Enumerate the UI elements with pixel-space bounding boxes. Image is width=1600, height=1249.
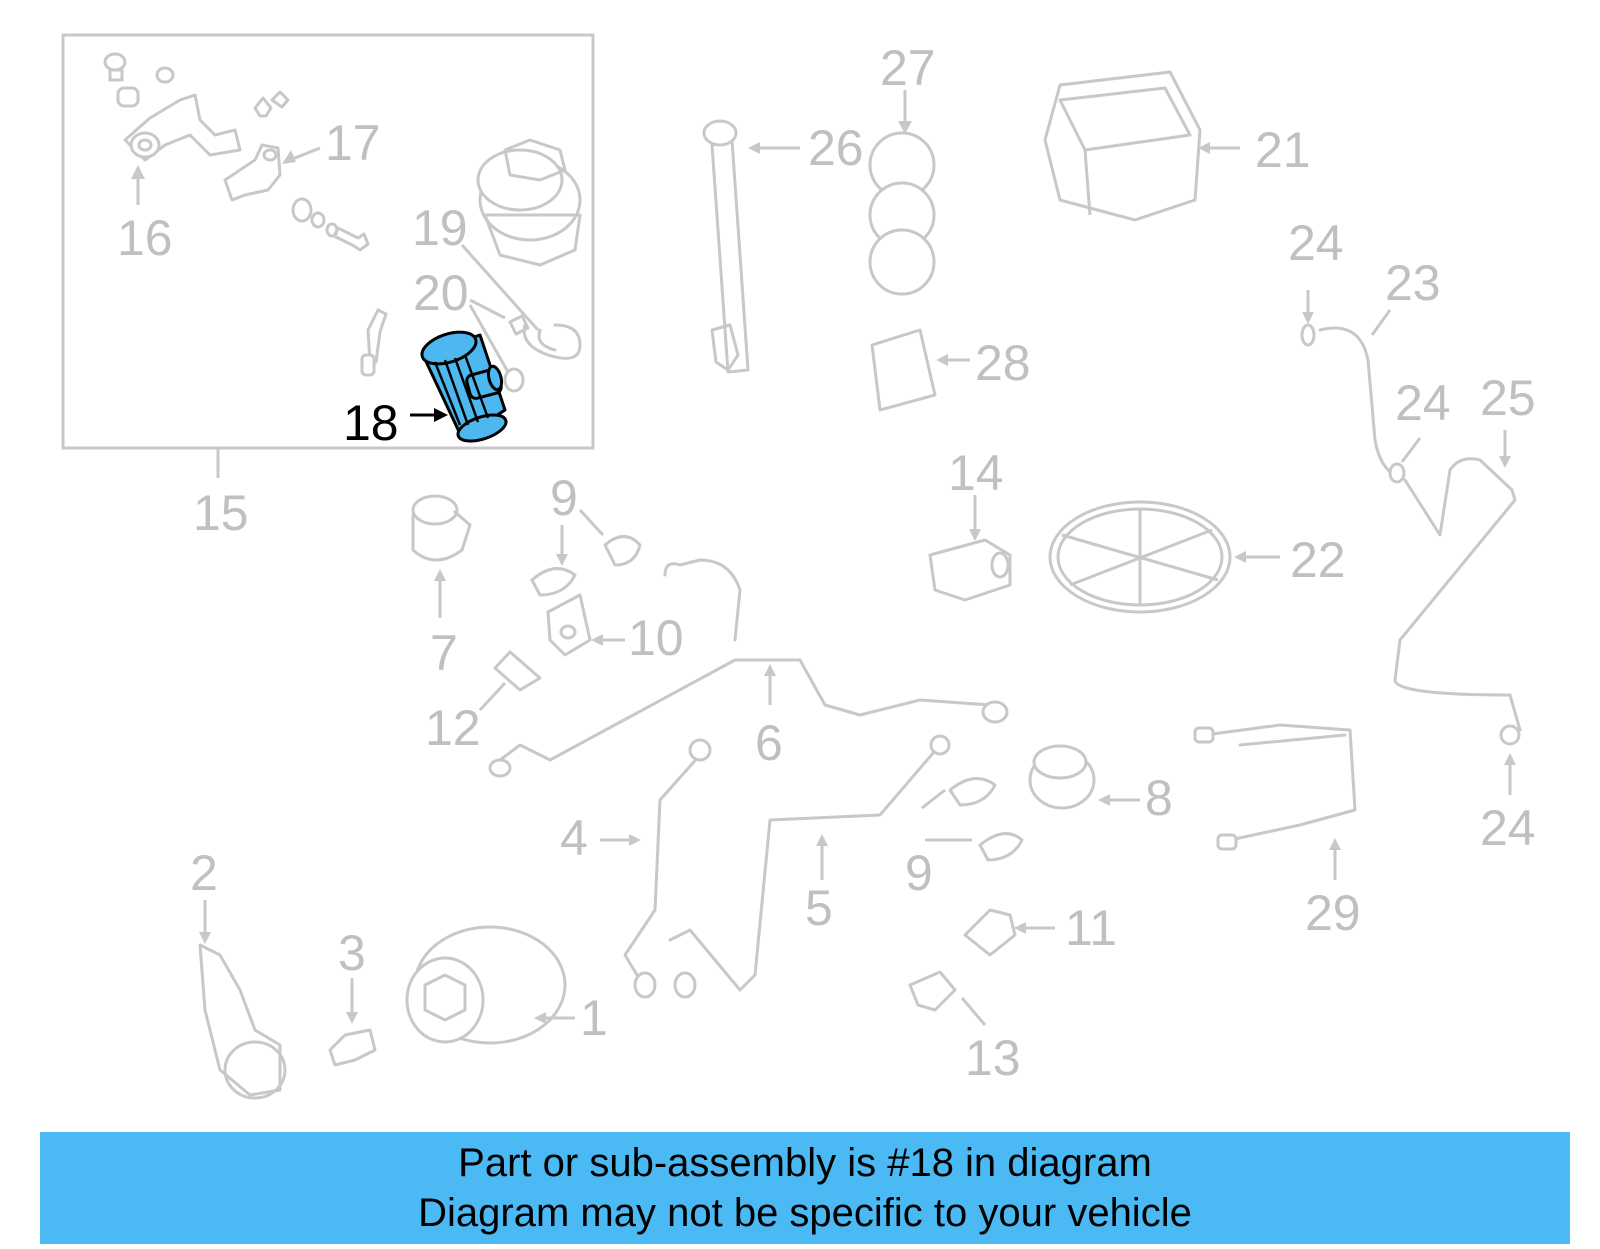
part-12-plate: [493, 650, 542, 692]
callout-1[interactable]: 1: [580, 990, 608, 1046]
part-sensor-small: [360, 308, 388, 377]
part-18-air-filter[interactable]: [418, 326, 509, 446]
sub-assembly-box: [61, 33, 595, 450]
callout-26[interactable]: 26: [808, 120, 864, 176]
parts-diagram: 1 2 3 4 5 6 7 8 9 9 10 11 12 13 14 15 16…: [61, 33, 1536, 1100]
part-26-hose: [702, 119, 750, 374]
part-2-heat-shield: [198, 943, 287, 1100]
part-3-sensor: [328, 1028, 377, 1067]
callout-13[interactable]: 13: [965, 1030, 1021, 1086]
part-9-gaskets: [530, 535, 1024, 862]
banner-line-2: Diagram may not be specific to your vehi…: [418, 1191, 1192, 1235]
part-28-bracket: [870, 328, 937, 412]
part-11-bracket: [963, 908, 1017, 957]
part-8-valve: [1028, 744, 1096, 810]
callout-23[interactable]: 23: [1385, 255, 1441, 311]
part-7-valve: [411, 494, 472, 562]
info-banner: Part or sub-assembly is #18 in diagram D…: [40, 1132, 1570, 1244]
part-5-pipe: [668, 734, 951, 992]
part-21-control-unit: [1043, 70, 1202, 222]
part-29-oxygen-sensor: [1193, 723, 1357, 851]
part-20-clamps: [503, 314, 530, 393]
part-6-pipe: [488, 558, 1009, 778]
callout-2[interactable]: 2: [190, 845, 218, 901]
part-22-cover: [1048, 500, 1232, 614]
part-23-hose: [1300, 323, 1406, 484]
banner-line-1: Part or sub-assembly is #18 in diagram: [458, 1141, 1152, 1185]
part-14-sensor: [928, 538, 1012, 602]
callout-29[interactable]: 29: [1305, 885, 1361, 941]
callout-7[interactable]: 7: [430, 625, 458, 681]
part-4-pipe: [623, 738, 712, 999]
part-25-pipe: [1393, 457, 1522, 746]
callout-20[interactable]: 20: [413, 265, 469, 321]
callout-24a[interactable]: 24: [1288, 215, 1344, 271]
callout-18[interactable]: 18: [343, 395, 399, 451]
callout-24c[interactable]: 24: [1480, 800, 1536, 856]
hardware-washers: [291, 197, 370, 252]
callout-4[interactable]: 4: [560, 810, 588, 866]
part-19-valve: [476, 138, 582, 267]
callout-9b[interactable]: 9: [905, 845, 933, 901]
callout-3[interactable]: 3: [338, 925, 366, 981]
callout-6[interactable]: 6: [755, 715, 783, 771]
part-13-bracket: [908, 970, 957, 1012]
callout-19[interactable]: 19: [412, 200, 468, 256]
callout-14[interactable]: 14: [948, 445, 1004, 501]
callout-12[interactable]: 12: [425, 700, 481, 756]
callout-21[interactable]: 21: [1255, 122, 1311, 178]
callout-22[interactable]: 22: [1290, 532, 1346, 588]
callout-25[interactable]: 25: [1480, 370, 1536, 426]
part-1-air-pump: [405, 925, 567, 1045]
callout-8[interactable]: 8: [1145, 770, 1173, 826]
callout-24b[interactable]: 24: [1395, 375, 1451, 431]
part-17-bracket: [223, 90, 290, 202]
part-16-bracket: [103, 52, 242, 162]
callout-5[interactable]: 5: [805, 880, 833, 936]
callout-9a[interactable]: 9: [550, 470, 578, 526]
callout-10[interactable]: 10: [628, 610, 684, 666]
part-10-flange: [546, 593, 592, 657]
callout-15[interactable]: 15: [193, 485, 249, 541]
part-27-insulators: [868, 131, 936, 296]
callout-11[interactable]: 11: [1065, 900, 1117, 956]
callout-17[interactable]: 17: [325, 115, 381, 171]
callout-27[interactable]: 27: [880, 40, 936, 96]
callout-16[interactable]: 16: [117, 210, 173, 266]
callout-28[interactable]: 28: [975, 335, 1031, 391]
